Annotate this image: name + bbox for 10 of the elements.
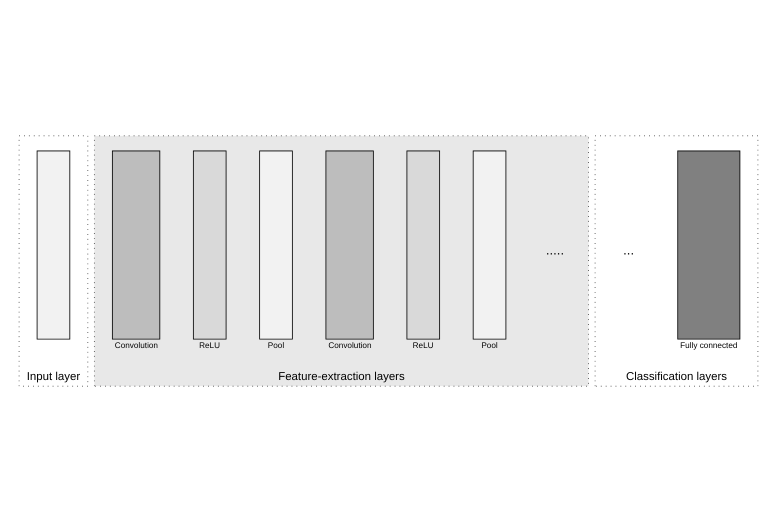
label: ... <box>623 242 634 258</box>
cluster: Input layer <box>18 135 88 387</box>
node-label: Fully connected <box>680 341 738 350</box>
node-label: Convolution <box>114 341 158 350</box>
node-label: ReLU <box>199 341 220 350</box>
label: ..... <box>546 242 564 258</box>
node-label: Pool <box>481 341 498 350</box>
node-label: Convolution <box>328 341 372 350</box>
node-label: Pool <box>268 341 284 350</box>
node-label: ReLU <box>412 341 434 350</box>
